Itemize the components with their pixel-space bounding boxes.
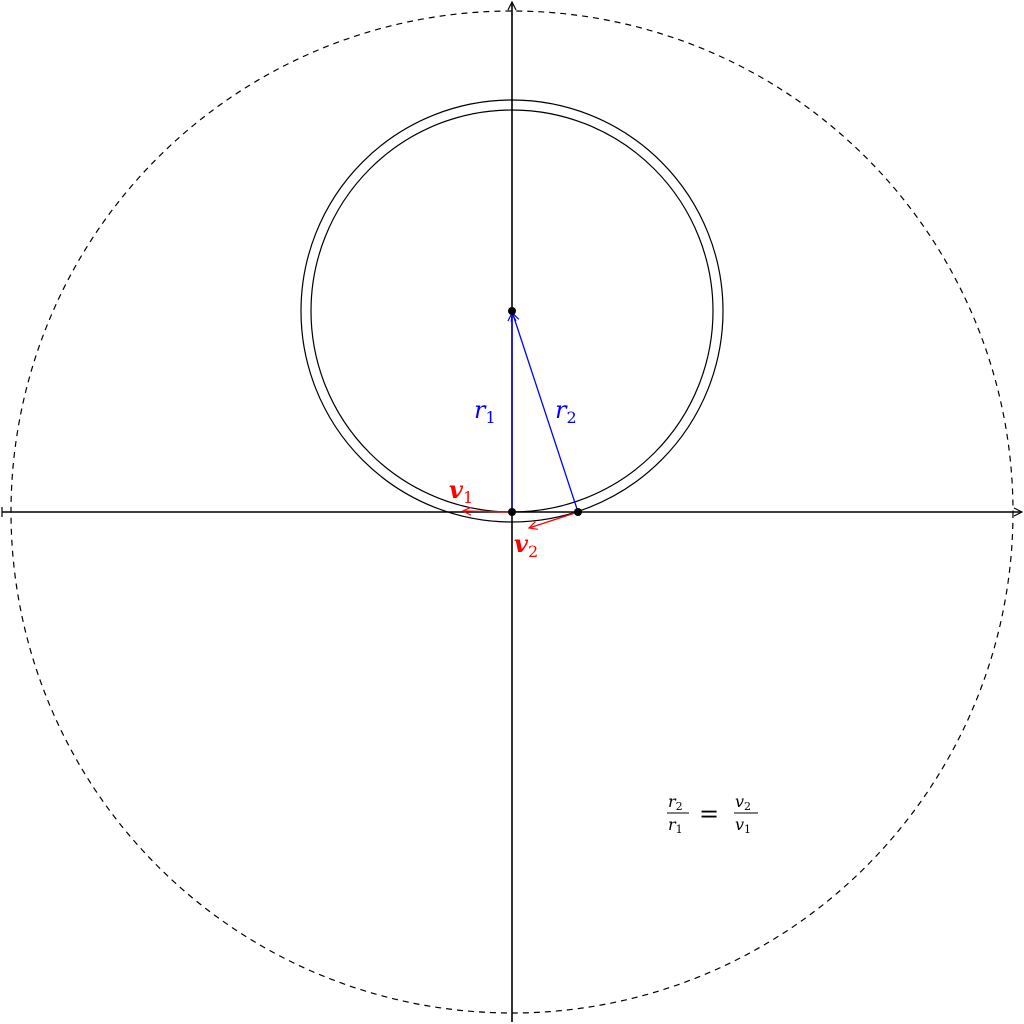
label-r1: r1 xyxy=(474,396,496,427)
formula-equals: = xyxy=(699,800,719,828)
contact-point xyxy=(508,508,516,516)
formula-left-denominator: r1 xyxy=(668,815,683,836)
center-point xyxy=(508,307,516,315)
velocity-v1-vector xyxy=(463,511,513,512)
label-v2: v2 xyxy=(514,529,538,561)
label-r2: r2 xyxy=(555,396,577,427)
second-point xyxy=(574,508,582,516)
label-v1: v1 xyxy=(449,475,473,507)
formula-right-numerator: v2 xyxy=(735,792,751,813)
formula-right-denominator: v1 xyxy=(735,815,751,836)
velocity-v2-vector xyxy=(529,511,579,528)
formula-left-numerator: r2 xyxy=(668,792,683,813)
ring-outer-circle xyxy=(300,99,724,523)
ratio-formula: r2 r1 = v2 v1 xyxy=(667,792,758,836)
radius-r2-vector xyxy=(513,313,579,513)
